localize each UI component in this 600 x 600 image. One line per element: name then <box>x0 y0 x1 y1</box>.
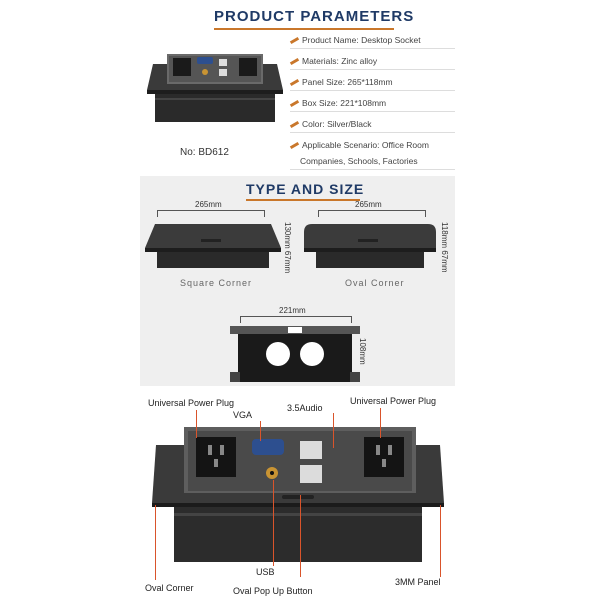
box-height-label: 108mm <box>358 338 367 365</box>
oval-height1: 118mm <box>440 222 449 249</box>
bullet-icon <box>289 37 300 45</box>
title-underline <box>246 199 360 201</box>
callout-line <box>333 413 334 448</box>
type-size-title: TYPE AND SIZE <box>246 181 365 197</box>
square-corner-label: Square Corner <box>180 278 253 288</box>
param-key: Product Name: <box>302 35 359 45</box>
oval-height2: 67mm <box>440 250 449 273</box>
callout-line <box>273 480 274 566</box>
param-key: Color: <box>302 119 325 129</box>
model-value: BD612 <box>198 147 229 158</box>
callout-line <box>196 410 197 438</box>
callout-pop-up: Oval Pop Up Button <box>233 586 313 596</box>
param-row-2: Materials: Zinc alloy <box>289 56 378 66</box>
divider <box>290 69 455 70</box>
oval-corner-image <box>302 222 438 272</box>
callout-oval-corner: Oval Corner <box>145 583 194 593</box>
oval-height-label: 118mm 67mm <box>440 222 449 273</box>
box-width-label: 221mm <box>279 306 306 315</box>
callout-universal-left: Universal Power Plug <box>148 398 235 408</box>
param-key: Applicable Scenario: <box>302 140 380 150</box>
param-value: Silver/Black <box>327 119 372 129</box>
bullet-icon <box>289 121 300 129</box>
callout-line <box>380 408 381 438</box>
model-label: No: <box>180 147 196 158</box>
title-underline <box>214 28 394 30</box>
callout-line <box>440 505 441 577</box>
square-height1: 130mm <box>283 222 292 249</box>
square-corner-image <box>143 222 283 272</box>
callout-line <box>155 505 156 580</box>
square-dim-line <box>157 210 265 217</box>
bullet-icon <box>289 79 300 87</box>
param-value: Companies, Schools, Factories <box>300 156 418 166</box>
product-photo-top <box>145 48 285 128</box>
param-value: 221*108mm <box>340 98 387 108</box>
param-key: Materials: <box>302 56 339 66</box>
divider <box>290 48 455 49</box>
divider <box>290 132 455 133</box>
callout-usb: USB <box>256 567 275 577</box>
square-height2: 67mm <box>283 250 292 274</box>
model-number: No: BD612 <box>180 147 229 158</box>
param-row-7: Companies, Schools, Factories <box>300 156 418 166</box>
callout-vga: VGA <box>233 410 253 420</box>
bullet-icon <box>289 58 300 66</box>
param-key: Box Size: <box>302 98 338 108</box>
oval-width-label: 265mm <box>355 200 382 209</box>
param-value: Zinc alloy <box>341 56 378 66</box>
callout-line <box>260 421 261 441</box>
divider <box>290 169 455 170</box>
divider <box>290 90 455 91</box>
box-dim-line <box>240 316 352 323</box>
callout-panel: 3MM Panel <box>395 577 441 587</box>
param-row-6: Applicable Scenario: Office Room <box>289 140 429 150</box>
param-row-5: Color: Silver/Black <box>289 119 372 129</box>
product-photo-large <box>152 425 444 565</box>
square-width-label: 265mm <box>195 200 222 209</box>
param-value: Office Room <box>381 140 429 150</box>
square-height-label: 130mm 67mm <box>283 222 292 273</box>
callout-line <box>300 495 301 577</box>
param-row-4: Box Size: 221*108mm <box>289 98 387 108</box>
param-value: 265*118mm <box>347 77 393 87</box>
oval-corner-label: Oval Corner <box>345 278 405 288</box>
param-key: Panel Size: <box>302 77 345 87</box>
callout-universal-right: Universal Power Plug <box>350 396 437 406</box>
bullet-icon <box>289 142 300 150</box>
param-value: Desktop Socket <box>361 35 421 45</box>
box-image <box>230 324 360 384</box>
callout-audio: 3.5Audio <box>287 403 323 413</box>
bullet-icon <box>289 100 300 108</box>
oval-dim-line <box>318 210 426 217</box>
param-row-1: Product Name: Desktop Socket <box>289 35 421 45</box>
divider <box>290 111 455 112</box>
page-title: PRODUCT PARAMETERS <box>214 8 415 25</box>
param-row-3: Panel Size: 265*118mm <box>289 77 393 87</box>
